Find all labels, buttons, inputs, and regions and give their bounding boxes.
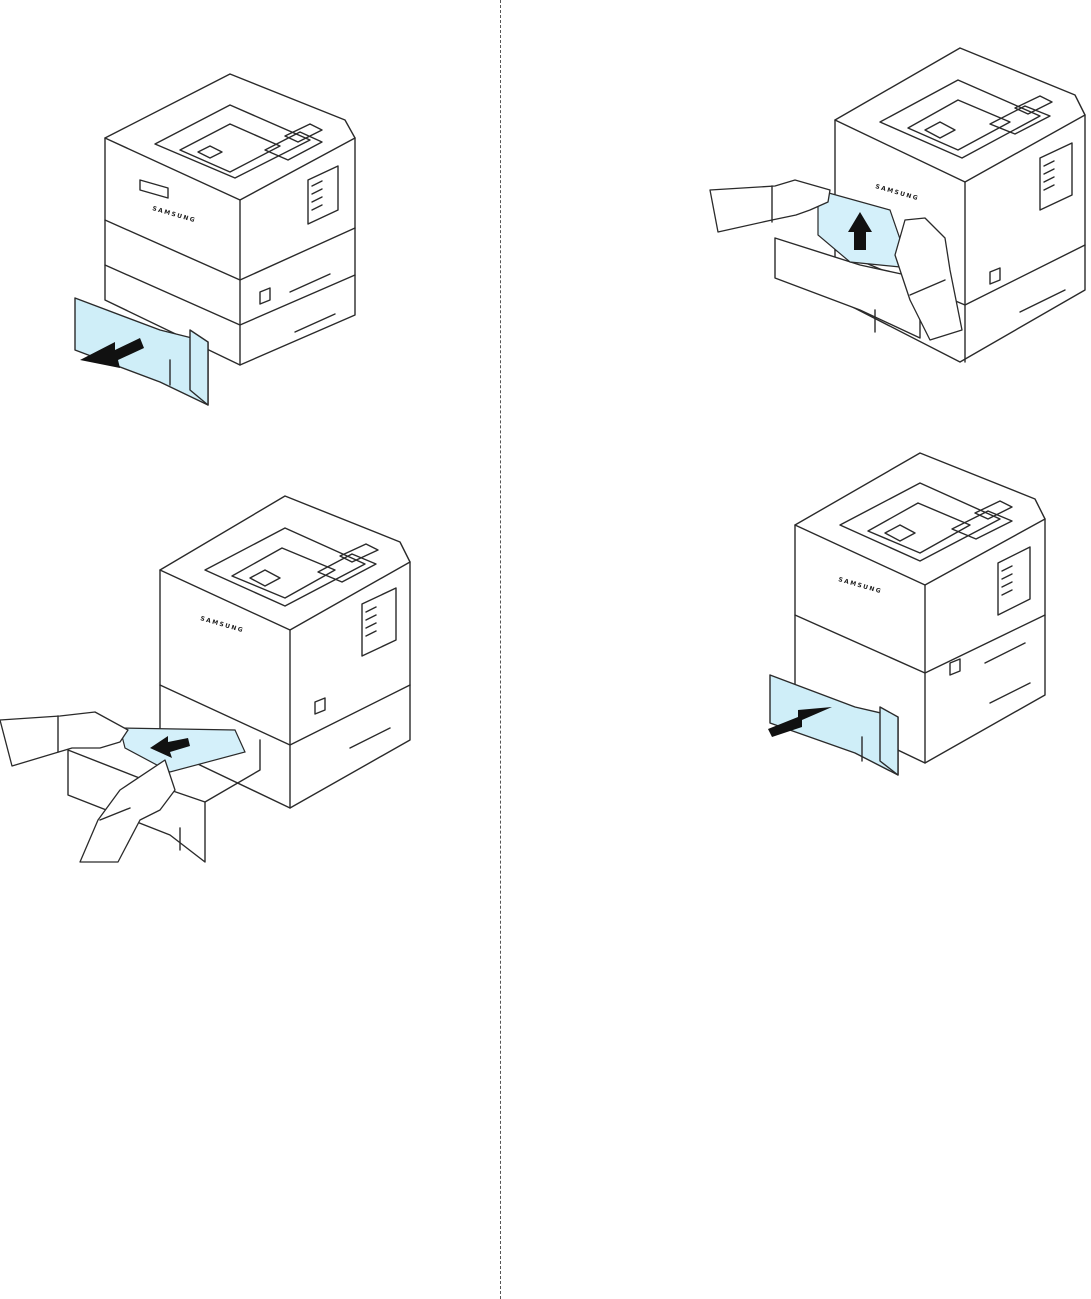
- figure-pull-out-tray: SAMSUNG: [60, 60, 380, 420]
- column-divider: [500, 0, 501, 1299]
- left-hand: [0, 712, 128, 766]
- left-hand: [710, 180, 830, 232]
- figure-remove-paper-up: SAMSUNG: [700, 40, 1090, 370]
- figure-push-in-tray: SAMSUNG: [760, 445, 1090, 785]
- figure-remove-paper-out: SAMSUNG: [0, 490, 420, 870]
